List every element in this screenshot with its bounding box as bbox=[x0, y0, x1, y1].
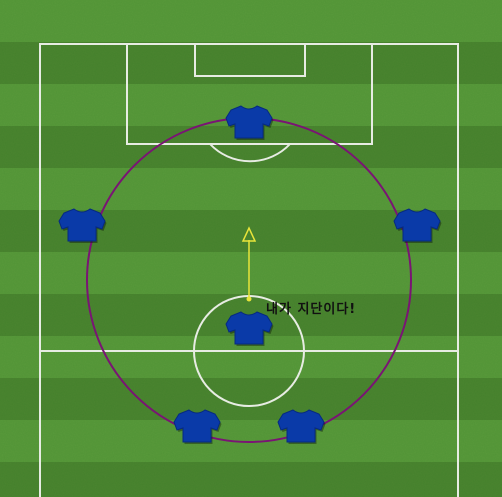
goal-area bbox=[194, 43, 306, 77]
arrow-head bbox=[241, 226, 257, 242]
pitch-markings bbox=[39, 43, 459, 497]
arrow-origin-dot bbox=[246, 296, 252, 302]
player-speech-caption: 내가 지단이다! bbox=[266, 302, 357, 317]
penalty-arc bbox=[209, 143, 291, 163]
move-arrow bbox=[241, 226, 257, 302]
